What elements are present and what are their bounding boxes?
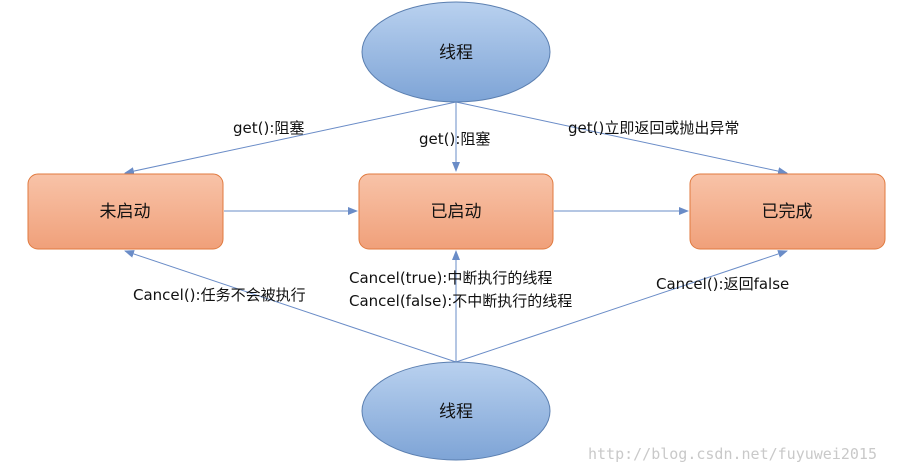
edge-thread-top-to-completed: [455, 101, 788, 176]
edge-thread-top-to-not-started: [124, 101, 457, 176]
started-node-label: 已启动: [431, 202, 482, 222]
edge-label-cancel-right: Cancel():返回false: [656, 275, 789, 293]
thread-node-bottom: [361, 361, 551, 461]
completed-node-label: 已完成: [762, 202, 813, 222]
edge-label-get-left: get():阻塞: [233, 119, 304, 137]
completed-node: [689, 173, 886, 250]
not-started-node-label: 未启动: [100, 202, 151, 222]
thread-node-top: [361, 1, 551, 103]
edge-label-get-right: get()立即返回或抛出异常: [568, 119, 739, 137]
edge-thread-bottom-to-not-started: [124, 250, 457, 363]
edge-label-cancel-false: Cancel(false):不中断执行的线程: [349, 292, 572, 310]
thread-node-bottom-label: 线程: [439, 402, 473, 422]
edge-label-cancel-left: Cancel():任务不会被执行: [133, 286, 306, 304]
edge-thread-bottom-to-completed: [455, 250, 788, 363]
started-node: [358, 173, 554, 250]
not-started-node: [27, 173, 224, 250]
thread-node-top-label: 线程: [439, 43, 473, 63]
edge-label-cancel-true: Cancel(true):中断执行的线程: [349, 269, 552, 287]
watermark-text: http://blog.csdn.net/fuyuwei2015: [588, 445, 877, 463]
edge-label-get-center: get():阻塞: [419, 130, 490, 148]
